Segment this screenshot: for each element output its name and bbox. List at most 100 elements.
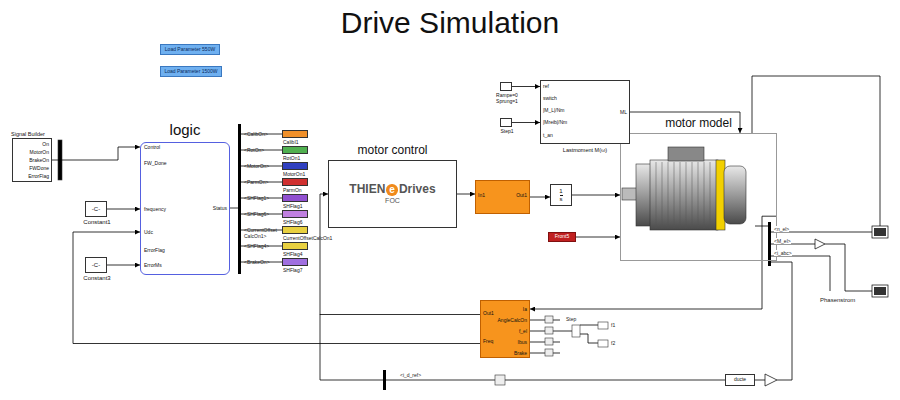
signal-label: <i_d_ref> <box>400 372 421 378</box>
signal-label: Phasenstrom <box>820 297 855 304</box>
port-label: switch <box>543 96 557 102</box>
signal-label: <M_el> <box>774 238 791 244</box>
signal-label: Step <box>566 316 576 322</box>
port-label: Out1 <box>516 193 527 199</box>
step-block: Step1 <box>500 118 512 127</box>
block-label: Load Parameter 550W <box>165 47 215 53</box>
parameter-button: Load Parameter 1500W <box>160 66 222 77</box>
port-label: frequency <box>144 207 166 213</box>
block-name: SHFlag1 <box>283 204 302 210</box>
port-label: Udc <box>144 230 153 236</box>
constant-block: -C-Constant1 <box>85 201 107 217</box>
signal-wire <box>512 122 540 123</box>
goto-tag: SHFlag1 <box>282 194 308 202</box>
port-label: ErrorFlag <box>144 248 165 254</box>
signal-builder: Signal BuilderOnMotorOnBrakeOnFWDoneErro… <box>12 138 52 182</box>
port-label: ErrorFlag <box>28 174 49 180</box>
signal-wire <box>572 195 620 196</box>
block-name: CalibI1 <box>283 140 299 146</box>
port-label: Freq <box>483 339 493 345</box>
bus-signal-label: <SHFlag6> <box>244 211 280 217</box>
block-name: Step1 <box>487 129 527 135</box>
logic-subsystem: logicControlFW_DonefrequencyUdcErrorFlag… <box>140 142 230 275</box>
goto-tag: MotorOn1 <box>282 162 308 170</box>
block-label: Front5 <box>555 234 569 240</box>
block-name: ParmOn <box>283 188 302 194</box>
load-torque-block: Lastmoment M(ω)refswitch|M_L|/Nm|Mreib|/… <box>540 80 630 144</box>
goto-tag: CurrentOffsetCalcOn1 <box>282 226 308 234</box>
bus-signal-label: <RotOn> <box>244 147 280 153</box>
port-label: BrakeOn <box>29 158 49 164</box>
port-label: In1 <box>478 193 485 199</box>
signal-wire <box>457 194 475 195</box>
port-label: Ia <box>523 307 527 313</box>
logo-text: Drives <box>399 183 436 197</box>
logo-text: THIEN <box>349 183 385 197</box>
block-name: Constant3 <box>77 275 117 282</box>
constant-block: -C-Constant3 <box>85 257 107 273</box>
port-label: Out1 <box>483 311 494 317</box>
display-block: ducte <box>725 374 755 386</box>
port-label: |Mreib|/Nm <box>543 120 567 126</box>
port-label: ML <box>620 110 627 116</box>
orange-subsystem: Out1FreqIaAngleCalcOnf_elIbusBrake <box>480 300 530 358</box>
signal-wire <box>52 147 140 160</box>
goto-tag: SHFlag6 <box>282 210 308 218</box>
bus-signal-label: <CalibOn> <box>244 131 280 137</box>
block-heading: motor model <box>601 117 796 131</box>
signal-wire <box>530 197 550 198</box>
port-label: FW_Done <box>144 161 167 167</box>
goto-tag: ParmOn <box>282 178 308 186</box>
block-name: Rampe=0 Sprung=1 <box>492 93 522 105</box>
goto-tag: RotOn1 <box>282 146 308 154</box>
signal-wire <box>73 232 480 344</box>
logo-text: e <box>386 184 398 196</box>
signal-wire <box>530 216 777 309</box>
goto-block: Front5 <box>548 232 576 242</box>
block-heading: logic <box>121 121 249 138</box>
port-label: FWDone <box>29 166 49 172</box>
bus-signal-label: <MotorOn> <box>244 163 280 169</box>
port-label: |M_L|/Nm <box>543 108 565 114</box>
signal-wire <box>576 237 620 238</box>
block-name: SHFlag4 <box>283 252 302 258</box>
block-name: SHFlag7 <box>283 268 302 274</box>
block-value: -C- <box>92 206 100 213</box>
signal-label: f2 <box>611 340 615 346</box>
block-heading: Lastmoment M(ω) <box>521 147 649 153</box>
signal-label: <n_el> <box>774 226 789 232</box>
signal-label: f1 <box>611 322 615 328</box>
block-name: Constant1 <box>77 219 117 226</box>
bus-signal-label: <SHFlag1> <box>244 195 280 201</box>
page-title: Drive Simulation <box>0 6 900 40</box>
port-label: Signal Builder <box>11 131 45 137</box>
motor-model-block: motor model <box>620 133 777 261</box>
goto-tag: SHFlag4 <box>282 242 308 250</box>
port-label: Control <box>144 145 160 151</box>
port-label: MotorOn <box>30 150 49 156</box>
goto-tag: CalibI1 <box>282 130 308 138</box>
bus-signal-label: <SHFlag4> <box>244 243 280 249</box>
foc-subsystem: motor controlTHIENeDrivesFOC <box>328 160 457 228</box>
port-label: Brake <box>514 351 527 357</box>
block-value: -C- <box>92 262 100 269</box>
block-label: 1 <box>559 188 562 195</box>
port-label: ref <box>543 84 549 90</box>
block-label: ducte <box>734 377 746 383</box>
block-name: MotorOn1 <box>283 172 305 178</box>
goto-tag: SHFlag7 <box>282 258 308 266</box>
bus-signal-label: <ParmOn> <box>244 179 280 185</box>
block-name: RotOn1 <box>283 156 300 162</box>
block-label: s <box>560 195 563 203</box>
port-label: On <box>42 142 49 148</box>
integrator-block: 1s <box>550 184 572 206</box>
block-name: CurrentOffsetCalcOn1 <box>283 236 332 242</box>
block-label: Load Parameter 1500W <box>164 69 217 75</box>
port-label: ErrorMs <box>144 263 162 269</box>
signal-wire <box>107 265 140 266</box>
block-heading: motor control <box>309 144 476 158</box>
port-label: AngleCalcOn <box>498 318 527 324</box>
signal-wire <box>512 86 540 87</box>
signal-wire <box>107 209 140 210</box>
port-label: f_el <box>519 329 527 335</box>
